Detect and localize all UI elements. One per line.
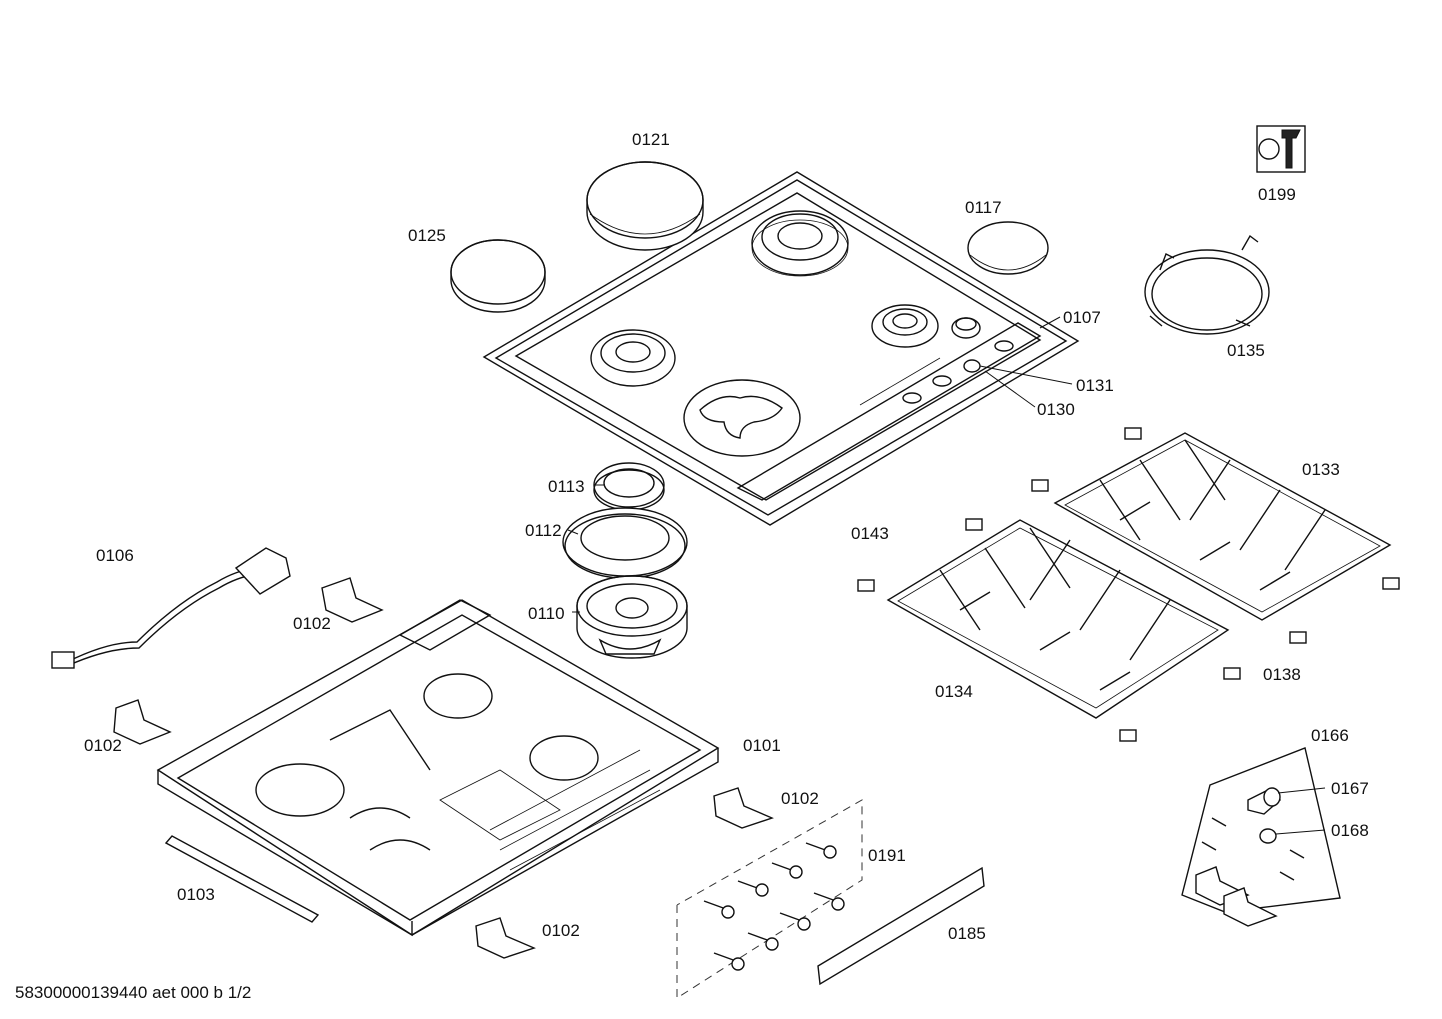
clip-0102-mid[interactable] [713,787,774,829]
pan-support-right-0133[interactable] [1053,432,1392,621]
clip-0102-bottom[interactable] [475,917,536,959]
gasket-strip-0103[interactable] [164,835,320,923]
label-0125[interactable]: 0125 [408,226,446,245]
pan-support-left-0134[interactable] [886,519,1230,719]
label-0199[interactable]: 0199 [1258,185,1296,204]
burner-small-right [871,304,939,348]
label-0133[interactable]: 0133 [1302,460,1340,479]
label-0110[interactable]: 0110 [528,604,565,623]
conversion-kit-0166[interactable] [1181,747,1341,927]
label-0101[interactable]: 0101 [743,736,781,755]
clip-0102-left[interactable] [113,699,172,745]
label-0106[interactable]: 0106 [96,546,134,565]
label-0143[interactable]: 0143 [851,524,889,543]
wrench-tool-icon[interactable] [1256,125,1306,173]
label-0112[interactable]: 0112 [525,521,562,540]
label-0130[interactable]: 0130 [1037,400,1075,419]
burner-large-back [751,210,849,277]
burner-crown-0113[interactable] [593,462,665,511]
rubber-feet-0138[interactable] [857,427,1400,742]
burner-wok-front [683,379,801,457]
label-0102-bottom[interactable]: 0102 [542,921,580,940]
burner-base-0110[interactable] [576,575,688,659]
label-0121[interactable]: 0121 [632,130,670,149]
label-0166[interactable]: 0166 [1311,726,1349,745]
label-0117[interactable]: 0117 [965,198,1002,217]
hob-top-plate[interactable] [482,171,1080,526]
wok-ring-0135[interactable] [1144,234,1270,335]
label-0113[interactable]: 0113 [548,477,585,496]
label-0103[interactable]: 0103 [177,885,215,904]
label-0102-left[interactable]: 0102 [84,736,122,755]
bottom-tray-0101[interactable] [156,599,720,937]
power-cable-0106[interactable] [51,547,291,669]
label-0134[interactable]: 0134 [935,682,973,701]
clip-0102-top[interactable] [321,577,384,623]
burner-cap-0121[interactable] [586,161,704,251]
leader-lines [567,316,1326,835]
label-0168[interactable]: 0168 [1331,821,1369,840]
screw-set-0191[interactable] [676,799,863,999]
burner-cap-0117[interactable] [967,221,1049,275]
part-labels: 0121 0125 0117 0199 0107 0135 0131 0130 … [84,130,1369,943]
label-0167[interactable]: 0167 [1331,779,1369,798]
label-0107[interactable]: 0107 [1063,308,1101,327]
label-0135[interactable]: 0135 [1227,341,1265,360]
label-0185[interactable]: 0185 [948,924,986,943]
label-0138[interactable]: 0138 [1263,665,1301,684]
burner-medium-left [590,329,676,387]
burner-cap-0125[interactable] [450,239,546,313]
document-id: 58300000139440 aet 000 b 1/2 [15,983,251,1002]
trim-strip-0185[interactable] [817,866,985,986]
label-0131[interactable]: 0131 [1076,376,1114,395]
burner-seal-0112[interactable] [562,507,688,579]
label-0102-top[interactable]: 0102 [293,614,331,633]
label-0191[interactable]: 0191 [868,846,906,865]
label-0102-mid[interactable]: 0102 [781,789,819,808]
